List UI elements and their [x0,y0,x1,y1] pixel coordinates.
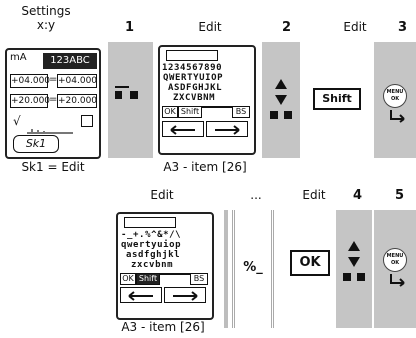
menu-label: MENU [386,253,404,259]
right-arrow-icon [173,291,198,301]
softkey-panel-5: MENU OK [374,210,416,328]
menu-ok-icon[interactable]: MENU OK [383,248,407,272]
step-1-number: 1 [125,20,135,35]
kb-lower-row-1[interactable]: qwertyuiop [121,240,182,250]
checkbox-icon [81,115,93,127]
header-ellipsis: ... [250,188,262,202]
range-low-right: +04.000 [57,74,98,88]
kb-row-1[interactable]: QWERTYUIOP [163,73,224,83]
left-arrow-icon [128,291,153,301]
step-3-number: 3 [398,20,408,35]
down-arrow-icon [348,257,360,267]
header-edit-2: Edit [343,20,367,34]
range-high-right: +20.000 [57,94,98,108]
header-settings-label: Settings [21,4,71,18]
header-edit-4: Edit [302,188,326,202]
softkey-sk1[interactable]: Sk1 [13,135,59,153]
panel-divider-1 [224,210,228,328]
square-left-icon [343,273,351,281]
kb-lower-ok-button[interactable]: OK [120,273,136,285]
kb-lower-right-button[interactable] [164,287,206,303]
kb-ok-button[interactable]: OK [162,106,178,118]
menu-ok-label: OK [390,96,400,102]
equals-2: = [49,94,58,105]
header-edit-3: Edit [150,188,174,202]
shift-key[interactable]: Shift [313,88,361,110]
keyboard-input[interactable] [166,50,218,61]
kb-lower-space-button[interactable] [160,273,190,275]
square-right-icon [357,273,365,281]
kb-space-button[interactable] [202,106,232,108]
kb-row-2[interactable]: ASDFGHJKL [168,83,223,93]
menu-ok-label: OK [390,260,400,266]
square-right-icon [284,111,292,119]
header-settings: Settings x:y [16,4,76,32]
caption-a3-top: A3 - item [26] [163,160,247,174]
range-high-left: +20.000 [10,94,51,108]
softkey-underline-icon [115,86,129,88]
keyboard-upper: 1234567890 QWERTYUIOP ASDFGHJKL ZXCVBNM … [158,45,256,155]
device-screen: mA 123ABC +04.000 = +04.000 +20.000 = +2… [5,48,101,159]
kb-left-button[interactable] [162,121,204,137]
sqrt-symbol: √ [13,114,21,128]
softkey-right-square-icon [130,91,138,99]
kb-lower-row-3[interactable]: zxcvbnm [131,260,174,270]
step-2-number: 2 [282,20,292,35]
keyboard-lower: -_+.%^&*/\ qwertyuiop asdfghjkl zxcvbnm … [116,212,214,320]
caption-a3-bottom: A3 - item [26] [121,320,205,334]
menu-label: MENU [386,89,404,95]
softkey-panel-1 [108,42,153,158]
softkey-panel-2 [262,42,300,158]
header-edit-1: Edit [198,20,222,34]
up-arrow-icon [275,79,287,89]
square-left-icon [270,111,278,119]
kb-shift-button[interactable]: Shift [178,106,202,118]
code-tag: 123ABC [43,53,97,69]
enter-arrow-icon [390,110,405,123]
left-arrow-icon [170,125,195,135]
kb-lower-left-button[interactable] [120,287,162,303]
kb-row-3[interactable]: ZXCVBNM [173,93,216,103]
header-settings-sub: x:y [36,18,56,32]
percent-panel: %_ [232,210,274,328]
softkey-panel-3: MENU OK [374,42,416,158]
keyboard-input-lower[interactable] [124,217,176,228]
up-arrow-icon [348,241,360,251]
equals-1: = [49,74,58,85]
softkey-left-square-icon [115,91,122,99]
down-arrow-icon [275,95,287,105]
unit-label: mA [10,52,27,63]
step-4-number: 4 [353,188,363,203]
kb-lower-row-symbols[interactable]: -_+.%^&*/\ [121,230,182,240]
kb-bs-button[interactable]: BS [232,106,250,118]
right-arrow-icon [215,125,240,135]
kb-lower-shift-button[interactable]: Shift [136,273,160,285]
range-low-left: +04.000 [10,74,51,88]
kb-lower-row-2[interactable]: asdfghjkl [126,250,181,260]
percent-key[interactable]: %_ [243,260,263,275]
menu-ok-icon[interactable]: MENU OK [383,84,407,108]
kb-lower-bs-button[interactable]: BS [190,273,208,285]
sqrt-bar-icon [27,120,73,134]
enter-arrow-icon [390,274,405,287]
ok-key[interactable]: OK [290,250,330,276]
caption-sk1: Sk1 = Edit [21,160,85,174]
softkey-panel-4 [336,210,372,328]
kb-row-digits[interactable]: 1234567890 [162,63,223,73]
step-5-number: 5 [395,188,405,203]
kb-right-button[interactable] [206,121,248,137]
